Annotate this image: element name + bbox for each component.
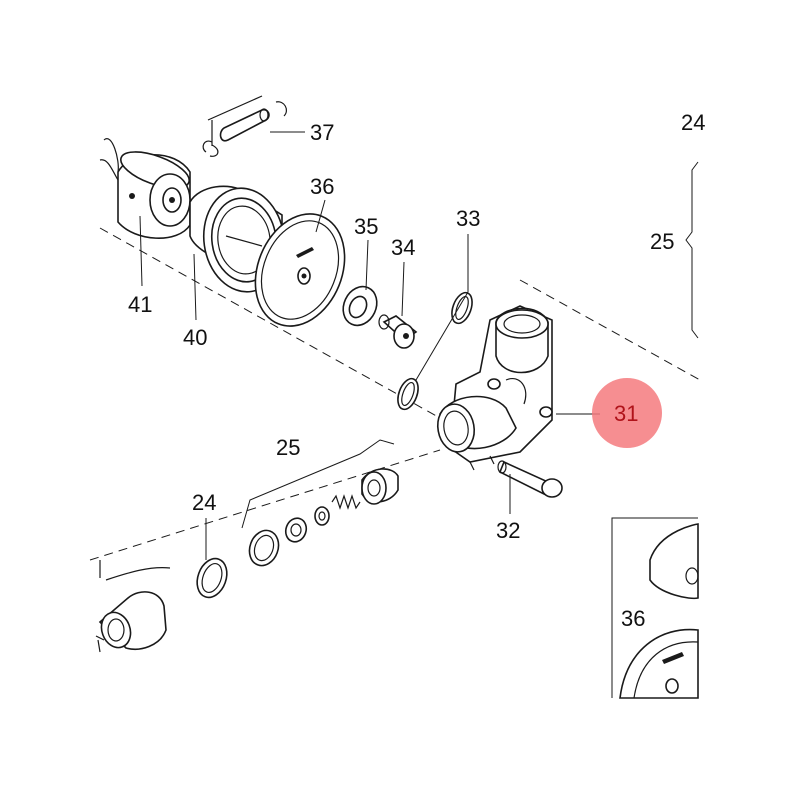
inset-diaphragm-detail — [611, 517, 699, 699]
leader-lines — [139, 131, 600, 560]
part-25-valve-assembly — [248, 468, 399, 567]
part-41-housing — [99, 137, 191, 239]
label-31: 31 — [614, 401, 638, 426]
part-32-bolt — [497, 460, 563, 498]
label-34: 34 — [391, 235, 415, 260]
part-33-o-rings — [397, 291, 473, 411]
part-34-screw — [378, 314, 418, 349]
label-36: 36 — [310, 174, 334, 199]
pump-nozzle — [95, 560, 171, 653]
label-37: 37 — [310, 120, 334, 145]
part-31-valve-body — [436, 305, 553, 471]
part-24-o-ring — [196, 557, 228, 599]
label-25-top: 25 — [276, 435, 300, 460]
label-40: 40 — [183, 325, 207, 350]
label-35: 35 — [354, 214, 378, 239]
bracket-25-right — [685, 161, 699, 339]
label-41: 41 — [128, 292, 152, 317]
part-37-pin-with-clips — [202, 95, 288, 157]
part-number-labels: 37 36 35 34 33 41 40 31 32 25 25 24 24 3… — [128, 110, 705, 631]
label-25-right: 25 — [650, 229, 674, 254]
label-32: 32 — [496, 518, 520, 543]
label-36-inset: 36 — [621, 606, 645, 631]
label-24-top-right: 24 — [681, 110, 705, 135]
label-33: 33 — [456, 206, 480, 231]
part-36-diaphragm — [254, 213, 346, 327]
part-35-washer — [342, 285, 378, 327]
label-24: 24 — [192, 490, 216, 515]
highlight-circle-31 — [592, 378, 662, 448]
